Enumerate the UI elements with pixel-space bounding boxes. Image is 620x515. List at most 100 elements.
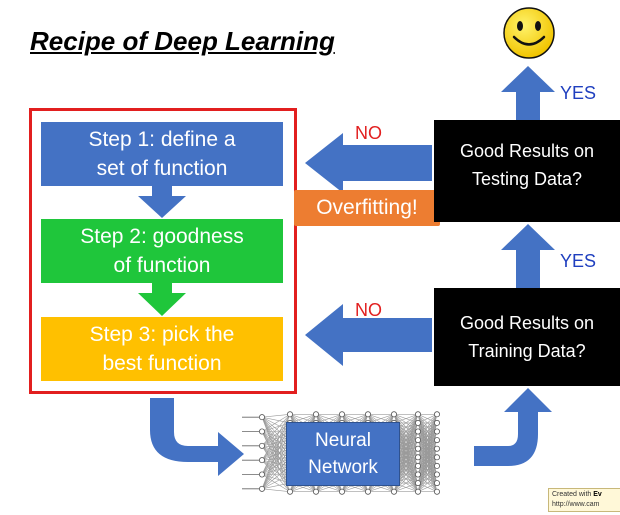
nn-node [364, 488, 371, 495]
step-2-line-2: of function [113, 254, 211, 277]
nn-connection [261, 465, 291, 475]
nn-connection [261, 431, 291, 489]
testing-line-2: Testing Data? [471, 169, 583, 189]
nn-connection [315, 414, 343, 424]
smiley-face-icon [503, 7, 555, 59]
nn-node [390, 488, 397, 495]
nn-node [433, 471, 440, 478]
nn-connection [261, 422, 291, 461]
nn-connection [289, 414, 317, 424]
nn-node [258, 428, 265, 435]
overfitting-label: Overfitting! [294, 190, 440, 226]
recipe-steps-frame [29, 108, 297, 394]
nn-connection [417, 422, 438, 492]
nn-connection [417, 414, 438, 449]
nn-connection [261, 414, 291, 447]
nn-connection [261, 439, 291, 475]
nn-node [312, 411, 319, 418]
nn-connection [393, 414, 419, 424]
nn-node [414, 488, 421, 495]
nn-connection [261, 431, 291, 475]
nn-connection [417, 474, 438, 492]
nn-node [286, 411, 293, 418]
nn-connection [417, 414, 438, 475]
arrow-yes-top [501, 66, 555, 120]
nn-connection [417, 448, 438, 492]
training-line-1: Good Results on [459, 313, 595, 333]
nn-connection [261, 448, 291, 461]
nn-connection [417, 414, 438, 432]
nn-node [258, 414, 265, 421]
nn-connection [393, 482, 419, 492]
nn-connection [417, 414, 438, 424]
nn-node [414, 437, 421, 444]
yes-label-middle: YES [560, 251, 597, 271]
step-2-box: Step 2: goodness of function [41, 219, 283, 283]
step-2-line-1: Step 2: goodness [80, 225, 244, 248]
nn-connection [261, 448, 291, 490]
no-label-bottom: NO [355, 300, 382, 320]
watermark: Created with Ev http://www.cam [548, 488, 620, 512]
step-3-line-2: best function [102, 352, 222, 375]
testing-data-decision: Good Results on Testing Data? [434, 120, 620, 222]
testing-line-1: Good Results on [459, 141, 595, 161]
yes-label-top: YES [560, 83, 597, 103]
page-title: Recipe of Deep Learning [30, 26, 335, 56]
nn-node [258, 471, 265, 478]
nn-node [414, 471, 421, 478]
training-data-decision: Good Results on Training Data? [434, 288, 620, 386]
nn-connection [261, 414, 291, 418]
nn-connection [261, 414, 291, 432]
watermark-prefix: Created with [552, 491, 594, 498]
neural-network-box: Neural Network [286, 422, 400, 486]
nn-connection [393, 474, 419, 492]
nn-connection [261, 414, 291, 461]
arrow-step2-to-step3 [138, 283, 186, 316]
step-3-line-1: Step 3: pick the [89, 323, 235, 346]
nn-node [258, 485, 265, 492]
nn-connection [417, 465, 438, 492]
neural-network-line-2: Network [308, 457, 378, 478]
nn-connection [261, 457, 291, 490]
step-1-line-2: set of function [96, 157, 228, 180]
nn-connection [417, 414, 438, 458]
nn-node [286, 488, 293, 495]
nn-node [433, 454, 440, 461]
nn-connection [417, 414, 438, 467]
nn-node [433, 462, 440, 469]
nn-node [414, 462, 421, 469]
watermark-bold: Ev [593, 491, 602, 498]
nn-node [338, 411, 345, 418]
nn-node [364, 411, 371, 418]
nn-connection [341, 414, 369, 424]
nn-connection [417, 414, 438, 484]
nn-node [433, 480, 440, 487]
nn-node [312, 488, 319, 495]
nn-connection [261, 474, 291, 490]
nn-node [338, 488, 345, 495]
nn-connection [393, 465, 419, 492]
nn-connection [417, 439, 438, 492]
watermark-url: http://www.cam [552, 501, 600, 508]
nn-node [433, 437, 440, 444]
step-3-box: Step 3: pick the best function [41, 317, 283, 381]
nn-node [414, 454, 421, 461]
nn-node [414, 411, 421, 418]
nn-connection [417, 414, 438, 492]
nn-node [433, 419, 440, 426]
nn-node [414, 445, 421, 452]
nn-connection [261, 422, 291, 475]
nn-node [414, 419, 421, 426]
nn-node [390, 411, 397, 418]
arrow-to-neural-network [150, 398, 244, 476]
nn-node [258, 442, 265, 449]
nn-connection [261, 448, 291, 475]
arrow-no-top [305, 133, 432, 193]
arrow-no-bottom [305, 304, 432, 366]
nn-connection [261, 457, 291, 475]
nn-connection [261, 414, 291, 475]
nn-connection [417, 431, 438, 492]
no-label-top: NO [355, 123, 382, 143]
nn-connection [367, 414, 395, 424]
arrow-to-training-box [474, 388, 552, 466]
